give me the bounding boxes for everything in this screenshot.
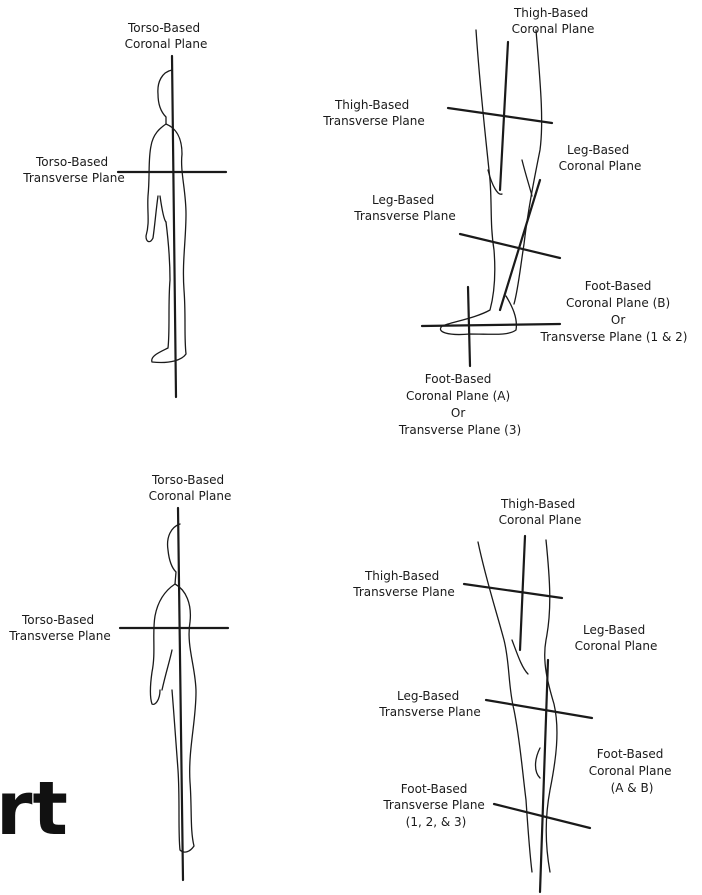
label-thigh-transverse-bottom-right: Thigh-Based Transverse Plane xyxy=(352,569,455,599)
label-torso-coronal-top-left: Torso-Based Coronal Plane xyxy=(125,21,208,51)
label-foot-plane-a-top-right: Foot-Based Coronal Plane (A) Or Transver… xyxy=(398,372,521,437)
label-foot-coronal-bottom-right: Foot-Based Coronal Plane (A & B) xyxy=(589,747,676,795)
leg-outline-top-right xyxy=(440,30,541,335)
label-leg-coronal-bottom-right: Leg-Based Coronal Plane xyxy=(575,623,658,653)
thigh-transverse-plane-line-top-right xyxy=(448,108,552,123)
coronal-plane-line-top-left xyxy=(172,56,176,397)
leg-transverse-plane-line-bottom-right xyxy=(486,700,592,718)
leg-coronal-plane-line-bottom-right xyxy=(540,660,548,892)
label-foot-plane-b-top-right: Foot-Based Coronal Plane (B) Or Transver… xyxy=(540,279,688,344)
label-thigh-coronal-top-right: Thigh-Based Coronal Plane xyxy=(512,6,595,36)
thigh-transverse-plane-line-bottom-right xyxy=(464,584,562,598)
foot-transverse-plane-line-top-right xyxy=(468,287,470,366)
leg-transverse-plane-line-top-right xyxy=(460,234,560,258)
body-outline-bottom-left xyxy=(151,524,197,852)
label-foot-transverse-bottom-right: Foot-Based Transverse Plane (1, 2, & 3) xyxy=(382,782,488,829)
label-thigh-coronal-bottom-right: Thigh-Based Coronal Plane xyxy=(499,497,582,527)
label-leg-coronal-top-right: Leg-Based Coronal Plane xyxy=(559,143,642,173)
label-torso-transverse-top-left: Torso-Based Transverse Plane xyxy=(22,155,125,185)
partial-overlay-text: rt xyxy=(0,766,68,852)
label-leg-transverse-bottom-right: Leg-Based Transverse Plane xyxy=(378,689,481,719)
label-torso-transverse-bottom-left: Torso-Based Transverse Plane xyxy=(8,613,111,643)
label-torso-coronal-bottom-left: Torso-Based Coronal Plane xyxy=(149,473,232,503)
body-outline-top-left xyxy=(146,70,186,363)
label-thigh-transverse-top-right: Thigh-Based Transverse Plane xyxy=(322,98,425,128)
foot-coronal-plane-line-top-right xyxy=(422,324,560,326)
label-leg-transverse-top-right: Leg-Based Transverse Plane xyxy=(353,193,456,223)
